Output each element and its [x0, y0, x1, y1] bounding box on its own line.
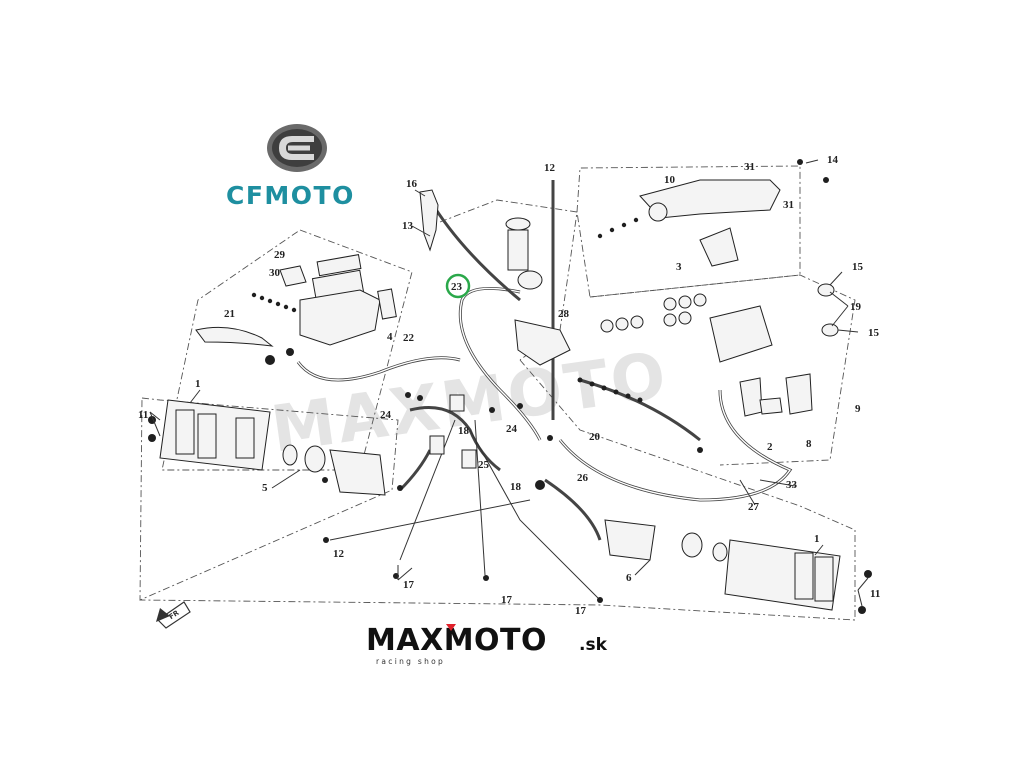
callout-20: 20 [589, 431, 601, 443]
callout-26: 26 [577, 472, 589, 484]
brake-hoses [296, 180, 793, 601]
foot-master-cylinder [419, 189, 703, 453]
callout-22: 22 [403, 332, 415, 344]
callout-25: 25 [478, 459, 490, 471]
left-brake-caliper [148, 399, 403, 496]
cfmoto-logo: CFMOTO [226, 124, 355, 210]
left-master-cylinder [195, 254, 397, 365]
callout-15: 15 [868, 327, 880, 339]
maxmoto-logo: MAXMOTO .sk racing shop [366, 623, 608, 666]
maxmoto-wordmark: MAXMOTO [366, 623, 547, 658]
callout-16: 16 [406, 178, 418, 190]
callout-10: 10 [664, 174, 676, 186]
callout-9: 9 [855, 403, 861, 415]
right-caliper-upper [600, 283, 839, 417]
maxmoto-domain: .sk [579, 635, 608, 655]
front-direction-arrow-icon: FR [156, 601, 191, 629]
callout-labels: 1 1 2 3 4 5 6 8 9 10 11 11 12 12 13 14 1… [138, 154, 880, 617]
callout-11: 11 [870, 588, 880, 600]
maxmoto-x-accent-icon [446, 624, 456, 631]
callout-1: 1 [195, 378, 201, 390]
callout-17: 17 [501, 594, 513, 606]
cfmoto-emblem-icon [267, 124, 327, 172]
callout-31: 31 [783, 199, 794, 211]
callout-24: 24 [506, 423, 518, 435]
callout-29: 29 [274, 249, 286, 261]
callout-21: 21 [224, 308, 235, 320]
callout-8: 8 [806, 438, 812, 450]
right-brake-caliper [323, 519, 872, 614]
callout-30: 30 [269, 267, 281, 279]
callout-27: 27 [748, 501, 760, 513]
callout-17: 17 [403, 579, 415, 591]
watermark: MAXMOTO [267, 339, 673, 468]
highlight-ring [445, 273, 471, 299]
callout-19: 19 [850, 301, 862, 313]
callout-12: 12 [333, 548, 345, 560]
callout-31: 31 [744, 161, 755, 173]
callout-15: 15 [852, 261, 864, 273]
callout-2: 2 [767, 441, 773, 453]
callout-3: 3 [676, 261, 682, 273]
callout-23: 23 [451, 281, 463, 293]
center-junction-block [405, 392, 553, 490]
callout-11: 11 [138, 409, 148, 421]
callout-18: 18 [458, 425, 470, 437]
callout-1: 1 [814, 533, 820, 545]
callout-13: 13 [402, 220, 414, 232]
maxmoto-subtitle: racing shop [376, 657, 445, 666]
callout-18: 18 [510, 481, 522, 493]
hand-lever-assembly [597, 159, 829, 267]
callout-14: 14 [827, 154, 839, 166]
callout-4: 4 [387, 331, 393, 343]
callout-12: 12 [544, 162, 556, 174]
callout-28: 28 [558, 308, 570, 320]
callout-6: 6 [626, 572, 632, 584]
callout-5: 5 [262, 482, 268, 494]
cfmoto-wordmark: CFMOTO [226, 181, 355, 210]
group-outlines [139, 165, 856, 621]
callout-24: 24 [380, 409, 392, 421]
callout-17: 17 [575, 605, 587, 617]
leader-lines [149, 159, 869, 607]
